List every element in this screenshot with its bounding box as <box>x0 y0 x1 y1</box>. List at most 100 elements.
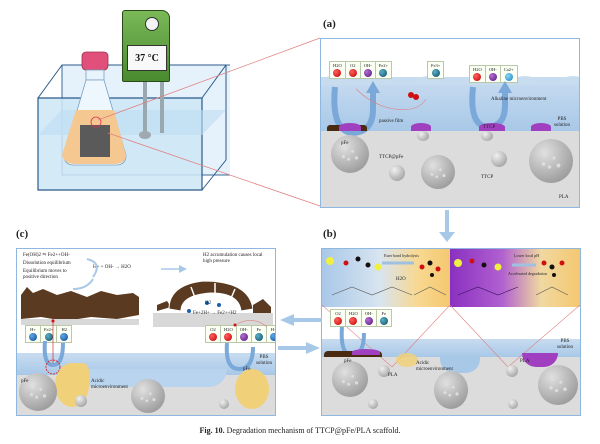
water-molecule-icon <box>224 333 233 341</box>
calcium-ion-icon <box>504 73 513 81</box>
pbs-label: PBS solution <box>255 355 273 366</box>
pbs-label: PBS solution <box>556 339 574 350</box>
ion-group-b: O2 H2O OH- Fe <box>330 309 392 327</box>
pla-label-1: PLA <box>388 373 398 378</box>
water-bath-illustration: 37 °C <box>30 0 230 200</box>
pbs-solution <box>321 77 579 131</box>
thermostat-dial-icon <box>145 17 159 31</box>
ttcp-label: TTCP <box>481 175 494 180</box>
ttcp-pfe-particle <box>131 379 165 413</box>
ttcp-particle <box>417 131 429 141</box>
iron-ion-icon <box>44 333 53 341</box>
hydrogen-ion-icon <box>29 333 37 341</box>
alkaline-label: Alkaline microenvironment <box>491 97 547 102</box>
panel-a-label: (a) <box>323 18 336 30</box>
curved-arrows-c <box>72 258 187 290</box>
hydroxide-ion-icon <box>239 333 248 341</box>
ttcp-pfe-particle <box>331 135 369 173</box>
acidic-label: Acidic microenvironment <box>416 361 453 372</box>
pfe-label-left: pFe <box>21 379 29 384</box>
pfe-label: pFe <box>344 359 352 364</box>
flow-arrow-right-head <box>306 342 320 354</box>
ttcp-particle <box>219 399 229 409</box>
ttcp-dome-label: TTCP <box>483 125 496 130</box>
equilibrium-shift: Equilibrium moves to positive direction <box>23 269 67 280</box>
ttcp-pfe-particle <box>332 361 368 397</box>
iron-reaction-equation: Fe+2H+ → Fe2++H2 <box>193 311 237 316</box>
molecule-structures <box>326 256 569 296</box>
ion-flow-arrows-c <box>42 319 268 375</box>
flask-svg <box>62 51 127 166</box>
ttcp-particle <box>508 399 518 409</box>
ttcp-particle <box>506 365 518 377</box>
water-molecule-icon <box>473 73 482 81</box>
water-molecule-icon <box>349 317 358 325</box>
flask-cap <box>81 51 109 71</box>
passive-dome-right <box>522 353 558 367</box>
hydroxide-ion-icon <box>363 69 372 77</box>
acidic-zone-right <box>235 369 269 409</box>
ttcp-particle <box>389 165 405 181</box>
pfe-label: pFe <box>341 141 349 146</box>
temperature-readout: 37 °C <box>135 52 159 64</box>
pla-pit <box>77 369 227 387</box>
passive-dome-3 <box>479 123 505 131</box>
thermostat-display: 37 °C <box>127 45 167 71</box>
passive-film-label: passive film <box>379 119 404 124</box>
ion-group-3: H2O OH- Ca2+ <box>469 65 518 83</box>
dissolution-equilibrium: Dissolution equilibrium <box>23 261 71 266</box>
corrosion-arch <box>153 280 273 327</box>
ttcp-particle <box>491 151 507 167</box>
pbs-label: PBS solution <box>553 117 571 128</box>
panel-b-label: (b) <box>323 228 337 240</box>
ion-group-c-right: O2 H2O OH- Fe H+ <box>205 325 275 343</box>
h2-accumulation-note: H2 accumulation causes local high pressu… <box>203 253 263 264</box>
accelerated-degradation-label: Accelerated degradation <box>508 271 547 276</box>
figure-caption: Fig. 10. Degradation mechanism of TTCP@p… <box>0 426 600 435</box>
acidic-label: Acidic microenvironment <box>91 379 128 390</box>
iron3-ion-icon <box>431 69 440 77</box>
pla-label: PLA <box>559 195 569 200</box>
ion-flow-arrow-b <box>339 326 366 358</box>
hydrogen-ion-icon <box>269 333 275 341</box>
ester-hydrolysis-label: Ester bond hydrolysis <box>384 253 419 258</box>
hydrogen-molecule-icon <box>60 333 69 341</box>
ttcp-particle <box>75 395 87 407</box>
ttcp-particle <box>378 365 390 377</box>
passive-dome <box>352 349 380 355</box>
hydroxide-ion-icon <box>488 73 497 81</box>
pla-label-2: PLA <box>520 359 530 364</box>
panel-c-label: (c) <box>16 228 29 240</box>
water-molecule-icon <box>333 69 342 77</box>
ttcp-pfe-particle <box>19 373 57 411</box>
iron-ion-icon <box>254 333 263 341</box>
ttcp-pfe-particle <box>421 155 455 189</box>
passive-dome-4 <box>531 123 551 131</box>
passive-dome-1 <box>339 123 361 131</box>
ion-group-2: Fe3+ <box>427 61 445 79</box>
equilibrium-equation: Fe(OH)2 ⇋ Fe2++OH- <box>23 253 70 258</box>
neutralization-equation: H+ + OH- → H2O <box>93 265 131 270</box>
panel-b: Ester bond hydrolysis H2O Lower local pH… <box>321 248 581 416</box>
water-label: H2O <box>396 277 406 282</box>
hydrolysis-left <box>322 249 450 307</box>
ttcp-particle <box>481 131 493 141</box>
flow-arrow-right <box>278 346 308 350</box>
ttcp-pfe-particle <box>538 365 578 405</box>
passive-dome-2 <box>411 123 431 131</box>
panel-a: H2O O2 OH- Fe2+ Fe3+ H2O OH- Ca2+ Alkali… <box>320 38 580 208</box>
pfe-label-right: pFe <box>243 367 251 372</box>
flow-arrow-down <box>445 210 449 234</box>
ttcp-pfe-label: TTCP@pFe <box>379 155 404 160</box>
corrosion-layer-left <box>21 287 139 325</box>
panel-c: Fe(OH)2 ⇋ Fe2++OH- Dissolution equilibri… <box>16 248 276 416</box>
oxygen-molecule-icon <box>334 317 342 325</box>
ttcp-particle <box>368 399 378 409</box>
pbs-solution <box>322 339 580 357</box>
iron-ion-icon <box>379 69 388 77</box>
oxygen-molecule-icon <box>348 69 357 77</box>
flow-arrow-down-head <box>439 232 455 242</box>
hydroxide-ion-icon <box>364 317 373 325</box>
pla-pit <box>440 355 480 373</box>
acidic-zone <box>396 353 418 367</box>
